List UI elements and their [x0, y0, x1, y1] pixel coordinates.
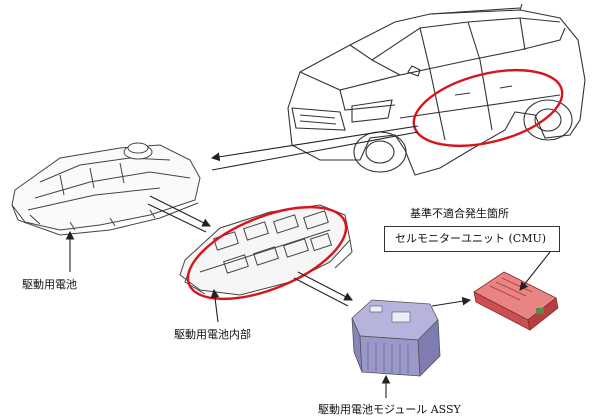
flow-arrows — [65, 125, 551, 398]
module-assy-illustration — [351, 299, 441, 377]
car-illustration — [287, 3, 586, 176]
battery-pack-illustration — [11, 142, 201, 236]
label-module-assy: 駆動用電池モジュール ASSY — [318, 403, 461, 416]
label-defect-location: 基準不適合発生箇所 — [410, 207, 509, 220]
cmu-illustration — [473, 271, 559, 331]
battery-inner-highlight — [186, 205, 348, 301]
label-cmu-box: セルモニターユニット (CMU) — [384, 226, 560, 252]
label-battery-inner: 駆動用電池内部 — [174, 328, 251, 341]
label-battery-pack: 駆動用電池 — [22, 278, 77, 291]
